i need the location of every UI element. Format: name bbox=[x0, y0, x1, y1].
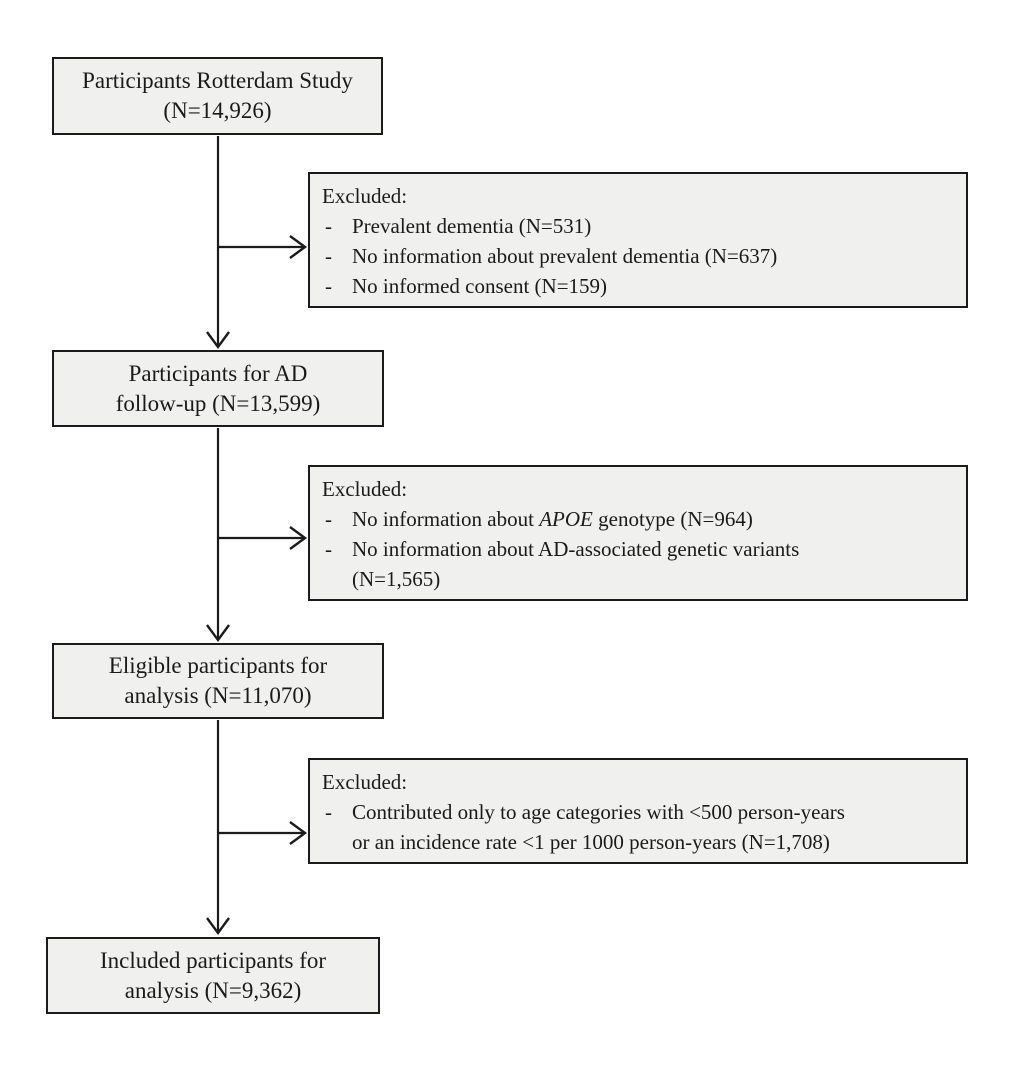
box-participants-rotterdam-study: Participants Rotterdam Study (N=14,926) bbox=[52, 57, 383, 135]
box-excluded-1: Excluded: - Prevalent dementia (N=531) -… bbox=[308, 172, 968, 308]
box-line: Included participants for bbox=[99, 947, 327, 973]
bullet-dash: - bbox=[325, 274, 332, 298]
excluded-item-text: Contributed only to age categories with … bbox=[352, 800, 845, 854]
excluded-heading: Excluded: bbox=[322, 770, 408, 794]
box-line: Participants for AD bbox=[128, 360, 308, 386]
bullet-dash: - bbox=[325, 244, 332, 268]
bullet-dash: - bbox=[325, 537, 332, 561]
excluded-item-text: No information about prevalent dementia … bbox=[352, 244, 778, 268]
excluded-item: - Contributed only to age categories wit… bbox=[322, 797, 952, 857]
excluded-item: - No informed consent (N=159) bbox=[322, 271, 952, 301]
box-included-participants: Included participants for analysis (N=9,… bbox=[46, 937, 380, 1014]
box-line: follow-up (N=13,599) bbox=[115, 390, 321, 416]
box-line: (N=14,926) bbox=[163, 98, 272, 123]
box-excluded-2: Excluded: - No information about APOE ge… bbox=[308, 465, 968, 601]
box-participants-ad-followup: Participants for AD follow-up (N=13,599) bbox=[52, 350, 384, 427]
excluded-item-text: No informed consent (N=159) bbox=[352, 274, 608, 298]
excluded-heading: Excluded: bbox=[322, 477, 408, 501]
excluded-item: - Prevalent dementia (N=531) bbox=[322, 211, 952, 241]
box-line: analysis (N=11,070) bbox=[124, 683, 312, 708]
excluded-heading: Excluded: bbox=[322, 184, 408, 208]
box-line: analysis (N=9,362) bbox=[124, 977, 302, 1003]
box-line: Participants Rotterdam Study bbox=[82, 68, 353, 93]
excluded-item: - No information about AD-associated gen… bbox=[322, 534, 952, 594]
excluded-item: - No information about APOE genotype (N=… bbox=[322, 504, 952, 534]
excluded-item-text: No information about APOE genotype (N=96… bbox=[352, 507, 753, 531]
box-excluded-3: Excluded: - Contributed only to age cate… bbox=[308, 758, 968, 864]
bullet-dash: - bbox=[325, 507, 332, 531]
bullet-dash: - bbox=[325, 800, 332, 824]
bullet-dash: - bbox=[325, 214, 332, 238]
excluded-item-text: Prevalent dementia (N=531) bbox=[352, 214, 592, 238]
excluded-item: - No information about prevalent dementi… bbox=[322, 241, 952, 271]
box-line: Eligible participants for bbox=[108, 653, 328, 678]
excluded-item-text: No information about AD-associated genet… bbox=[352, 537, 800, 591]
box-eligible-participants: Eligible participants for analysis (N=11… bbox=[52, 643, 384, 719]
